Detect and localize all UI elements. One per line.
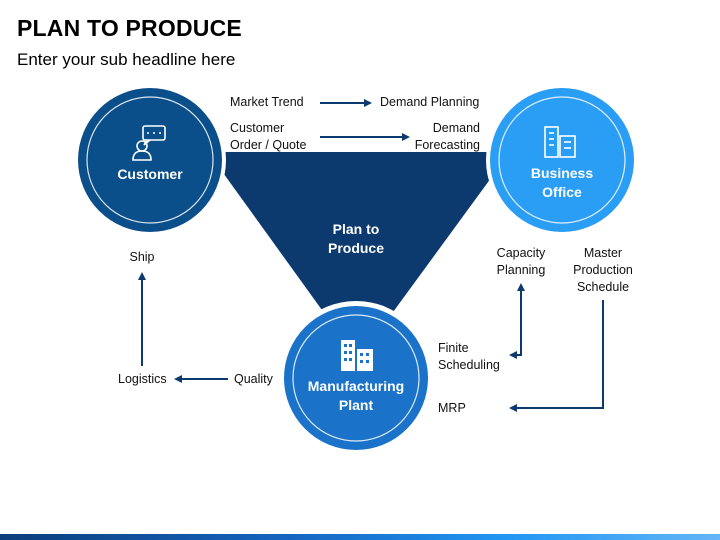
business-office-line2: Office <box>542 184 582 200</box>
manufacturing-plant-node[interactable] <box>279 301 433 455</box>
page-title: PLAN TO PRODUCE <box>17 15 242 41</box>
plan-to-produce-line1: Plan to <box>332 221 380 237</box>
master-schedule-line2: Production <box>573 263 633 277</box>
business-office-line1: Business <box>530 165 594 181</box>
logistics-label: Logistics <box>118 372 167 386</box>
plan-to-produce-label: Plan to Produce <box>306 220 406 258</box>
market-trend-label: Market Trend <box>230 95 304 109</box>
arrow-capacity-finite <box>509 288 522 359</box>
page-subtitle: Enter your sub headline here <box>17 50 236 69</box>
demand-forecasting-line1: Demand <box>432 121 480 135</box>
capacity-planning-line2: Planning <box>496 263 546 277</box>
ship-label: Ship <box>129 250 155 264</box>
quality-label: Quality <box>234 372 273 386</box>
master-production-schedule-label: Master Production Schedule <box>563 245 643 296</box>
demand-planning-label: Demand Planning <box>380 95 480 109</box>
factory-buildings-icon <box>341 340 373 371</box>
business-office-node[interactable] <box>486 84 638 236</box>
mrp-label: MRP <box>438 401 466 415</box>
demand-forecasting-label: Demand Forecasting <box>398 120 480 154</box>
bottom-accent-bar <box>0 534 720 540</box>
business-office-label: Business Office <box>512 164 612 202</box>
office-building-icon <box>544 126 576 158</box>
customer-service-icon <box>132 125 166 161</box>
plan-to-produce-line2: Produce <box>327 240 384 256</box>
manufacturing-plant-line2: Plant <box>338 397 374 413</box>
finite-scheduling-line2: Scheduling <box>438 358 500 372</box>
master-schedule-line3: Schedule <box>576 280 630 294</box>
demand-forecasting-line2: Forecasting <box>414 138 480 152</box>
customer-node[interactable] <box>74 84 226 236</box>
customer-order-line2: Order / Quote <box>230 138 307 152</box>
manufacturing-plant-line1: Manufacturing <box>307 378 405 394</box>
customer-label: Customer <box>117 166 183 182</box>
customer-order-label: Customer Order / Quote <box>230 120 306 154</box>
plan-to-produce-triangle <box>208 152 510 360</box>
finite-scheduling-line1: Finite <box>438 341 469 355</box>
master-schedule-line1: Master <box>583 246 623 260</box>
customer-order-line1: Customer <box>230 121 285 135</box>
capacity-planning-label: Capacity Planning <box>486 245 556 279</box>
arrow-master-mrp <box>509 300 604 412</box>
finite-scheduling-label: Finite Scheduling <box>438 340 500 374</box>
manufacturing-plant-label: Manufacturing Plant <box>296 377 416 415</box>
capacity-planning-line1: Capacity <box>496 246 546 260</box>
